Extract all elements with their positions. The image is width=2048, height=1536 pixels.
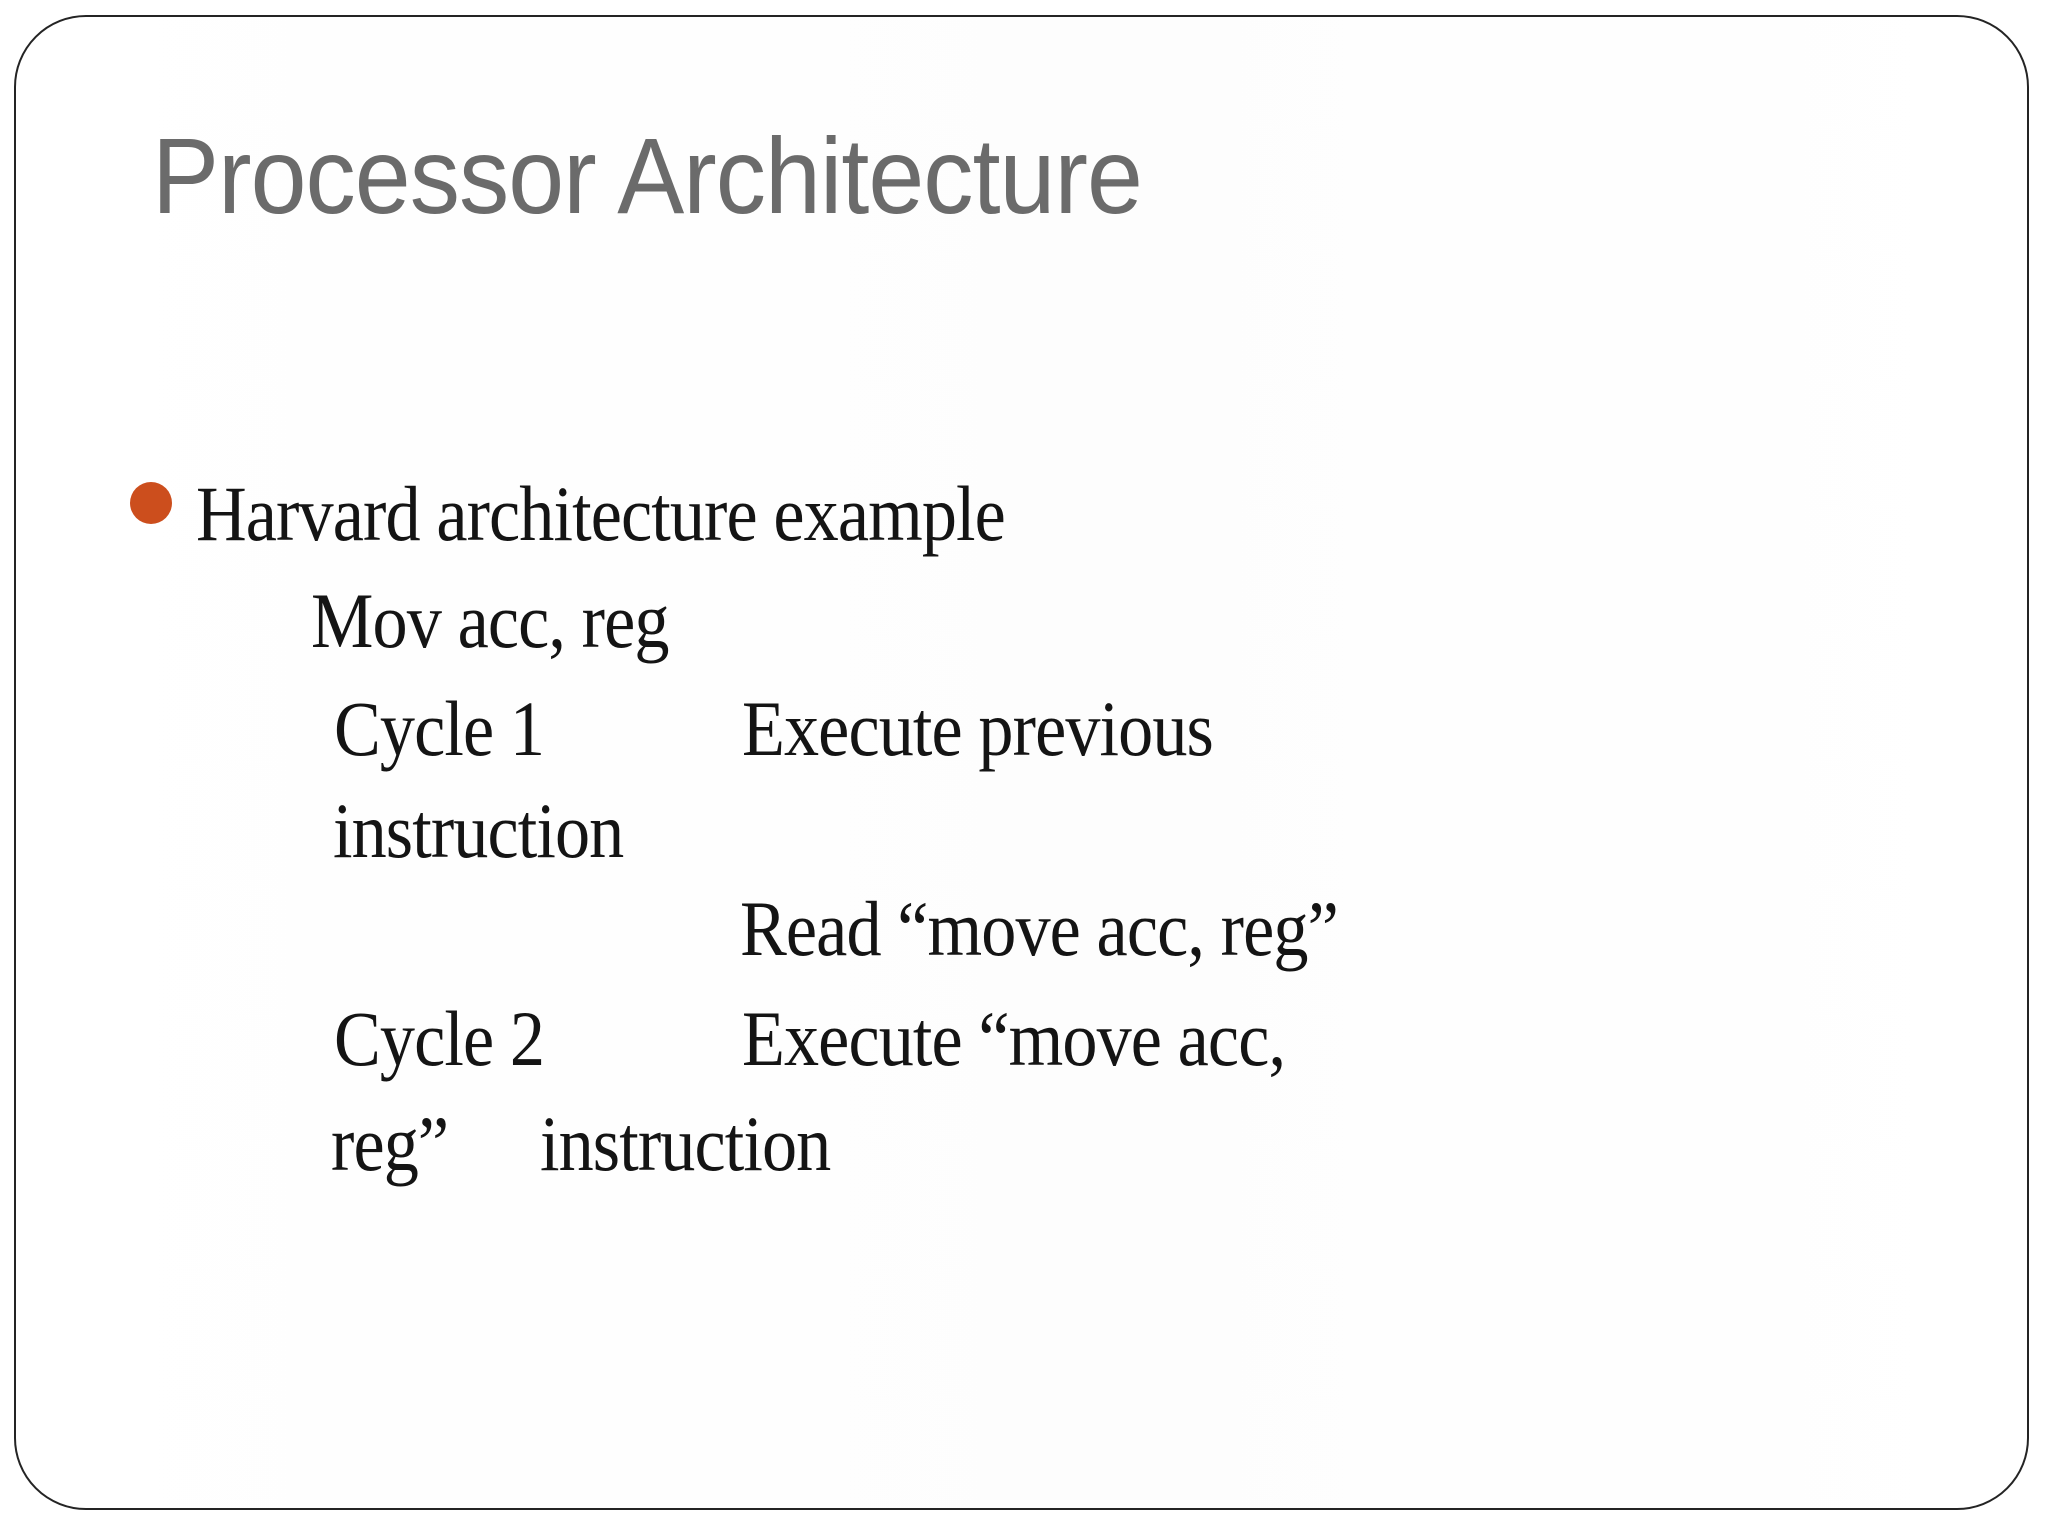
cycle2-wrap-instruction-text: instruction: [540, 1100, 831, 1187]
cycle2-execute-text: Execute “move acc,: [742, 995, 1286, 1082]
bullet-item-text: Harvard architecture example: [196, 470, 1006, 557]
cycle1-execute-text: Execute previous: [742, 685, 1214, 772]
bullet-marker-icon: [130, 482, 172, 524]
cycle2-label: Cycle 2: [334, 995, 545, 1082]
cycle2-wrap-reg-text: reg”: [331, 1100, 449, 1187]
cycle1-label: Cycle 1: [334, 685, 545, 772]
instruction-mov-line: Mov acc, reg: [311, 577, 669, 664]
slide-title: Processor Architecture: [152, 115, 1143, 236]
cycle1-execute-wrap-text: instruction: [333, 787, 624, 874]
slide-border: [14, 15, 2029, 1510]
cycle1-read-text: Read “move acc, reg”: [740, 885, 1339, 972]
